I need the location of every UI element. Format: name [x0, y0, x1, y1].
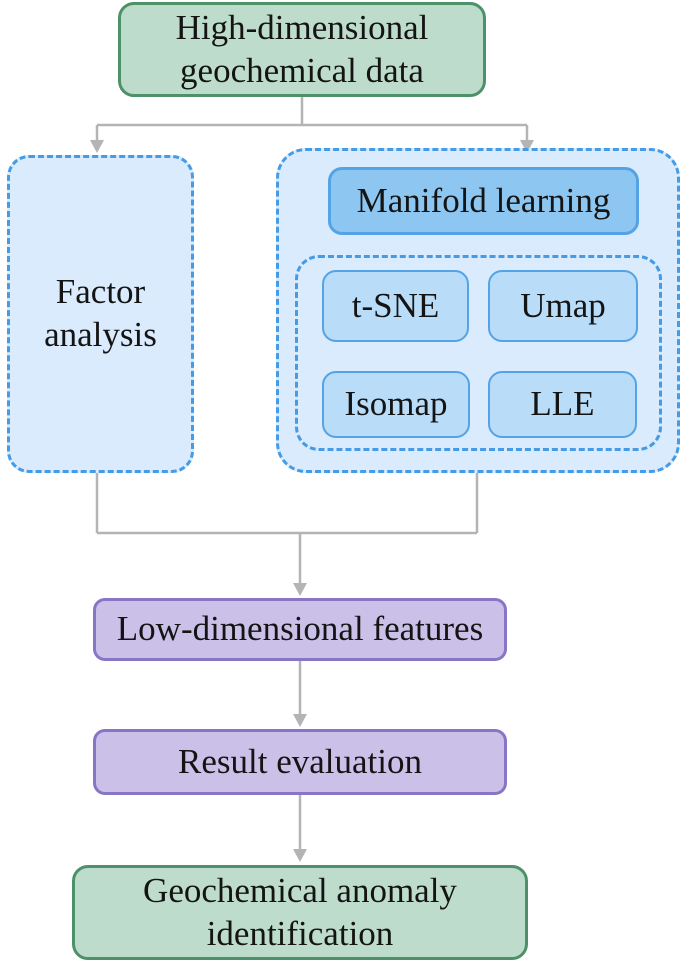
connector-merge — [95, 473, 479, 584]
node-isomap: Isomap — [322, 371, 470, 438]
node-umap-label: Umap — [520, 285, 606, 325]
node-manifold-learning-label: Manifold learning — [356, 180, 611, 220]
arrowhead-to-manifold-group — [520, 140, 534, 153]
node-low-dimensional-features: Low-dimensional features — [93, 598, 507, 661]
arrowhead-to-low-dimensional-features — [293, 583, 307, 596]
connector-split — [95, 97, 529, 141]
node-anomaly-line2: identification — [206, 913, 394, 953]
arrowhead-to-anomaly-identification — [293, 849, 307, 862]
node-tsne-label: t-SNE — [351, 285, 440, 325]
node-anomaly-line1: Geochemical anomaly — [143, 870, 457, 910]
node-lle: LLE — [488, 371, 637, 438]
node-factor-analysis: Factor analysis — [7, 155, 194, 473]
node-isomap-label: Isomap — [344, 384, 448, 424]
node-factor-analysis-line2: analysis — [44, 315, 157, 354]
node-high-dimensional-data-line2: geochemical data — [180, 50, 424, 90]
node-lle-label: LLE — [530, 384, 595, 424]
node-result-evaluation-label: Result evaluation — [178, 741, 422, 781]
node-result-evaluation: Result evaluation — [93, 729, 507, 795]
arrowhead-to-result-evaluation — [293, 714, 307, 727]
container-methods-group — [295, 255, 662, 451]
node-umap: Umap — [488, 270, 638, 342]
node-tsne: t-SNE — [322, 270, 469, 342]
node-low-dimensional-features-label: Low-dimensional features — [116, 609, 484, 649]
arrowhead-to-factor-analysis — [90, 140, 104, 153]
node-manifold-learning: Manifold learning — [328, 167, 639, 235]
node-geochemical-anomaly-identification: Geochemical anomaly identification — [72, 865, 528, 960]
node-high-dimensional-data: High-dimensional geochemical data — [118, 2, 486, 97]
node-high-dimensional-data-line1: High-dimensional — [175, 7, 429, 47]
node-factor-analysis-line1: Factor — [55, 272, 146, 312]
